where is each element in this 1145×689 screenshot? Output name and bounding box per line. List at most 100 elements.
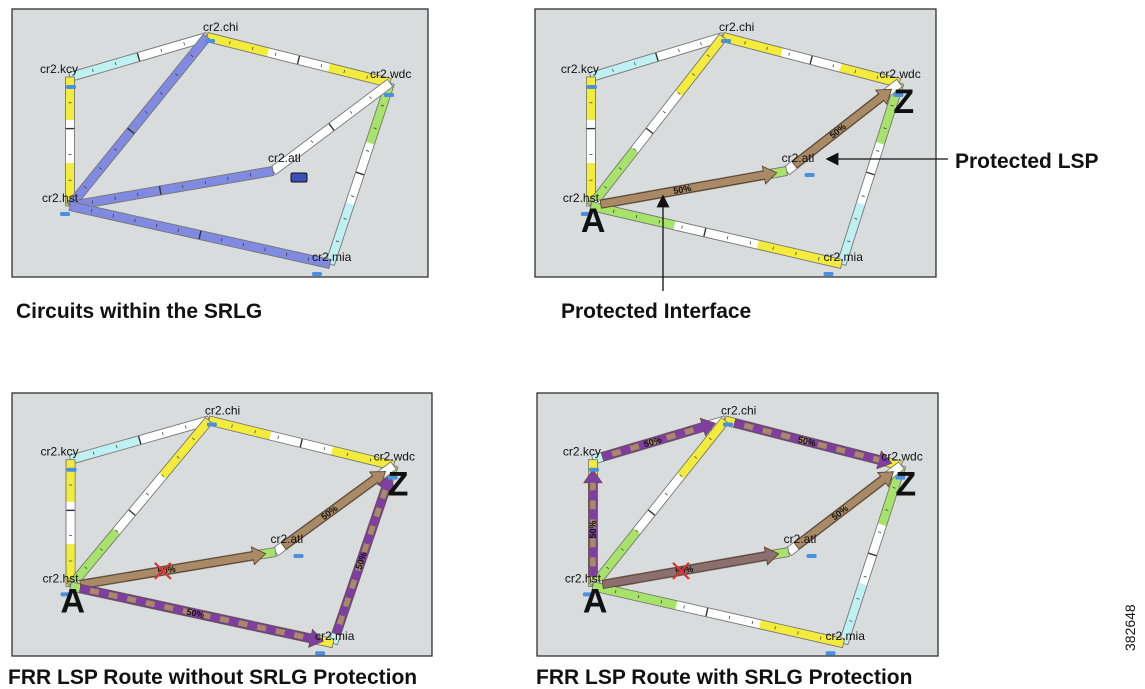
node-mia[interactable] <box>312 272 322 276</box>
protected-lsp-hst-atl[interactable]: 50% <box>599 165 778 209</box>
link-segment <box>65 77 75 120</box>
link-tick <box>158 185 162 195</box>
link-tick <box>694 456 698 459</box>
endpoint-a-label: A <box>581 202 606 240</box>
link-segment <box>589 52 659 82</box>
node-atl[interactable] <box>293 553 304 558</box>
node-label-kcy: cr2.kcy <box>41 445 79 459</box>
node-mia[interactable] <box>825 651 836 656</box>
failure-x-icon <box>154 562 172 580</box>
link-tick <box>264 247 266 252</box>
node-label-atl: cr2.atl <box>782 151 815 165</box>
link-tick <box>772 246 774 250</box>
link-outline <box>69 547 277 592</box>
link-segment <box>721 32 783 57</box>
link-tick <box>114 62 117 66</box>
node-label-hst: cr2.hst <box>43 571 80 585</box>
link-segment <box>673 220 760 250</box>
node-wdc[interactable] <box>384 93 394 97</box>
link-segment <box>675 34 727 97</box>
node-kcy[interactable] <box>588 467 599 472</box>
link-tick <box>615 589 617 594</box>
link-outline <box>69 581 335 649</box>
node-hst[interactable] <box>580 212 591 216</box>
link-tick <box>885 509 889 511</box>
link-tick <box>161 474 165 478</box>
link-segment <box>66 544 76 587</box>
link-tick <box>252 46 254 51</box>
frr-lsp-chi-wdc[interactable]: 50% <box>733 418 893 470</box>
endpoint-z-label: Z <box>388 466 409 504</box>
frr-lsp-mia-wdc[interactable]: 50% <box>331 474 396 636</box>
node-hst[interactable] <box>60 212 70 216</box>
node-chi[interactable] <box>206 422 217 427</box>
link-tick <box>310 140 314 144</box>
node-wdc[interactable] <box>387 475 398 480</box>
link-tick <box>658 220 660 224</box>
link-segment <box>586 120 596 163</box>
node-atl[interactable] <box>804 173 815 177</box>
node-wdc[interactable] <box>895 475 906 480</box>
link-tick <box>832 64 834 68</box>
node-atl[interactable] <box>290 172 308 183</box>
link-tick <box>635 214 638 219</box>
frr-lsp-hst-kcy[interactable]: 50% <box>583 469 603 577</box>
node-label-kcy: cr2.kcy <box>561 62 599 76</box>
link-segment <box>66 501 76 545</box>
lsp-arrow-edge <box>338 488 390 636</box>
link-tick <box>726 236 729 240</box>
node-hst[interactable] <box>582 592 593 597</box>
link-tick <box>660 600 662 604</box>
link-segment <box>66 118 142 209</box>
node-kcy[interactable] <box>66 85 76 89</box>
link-tick <box>84 566 88 570</box>
link-tick <box>92 68 94 72</box>
link-tick <box>634 62 636 66</box>
frr-lsp-hst-mia[interactable]: 50% <box>79 584 324 648</box>
node-chi[interactable] <box>722 422 733 427</box>
lsp-arrow-edge <box>332 486 384 633</box>
protected-lsp-label: Protected LSP <box>955 150 1099 173</box>
node-kcy[interactable] <box>66 467 77 472</box>
node-label-hst: cr2.hst <box>563 191 600 205</box>
node-kcy[interactable] <box>586 85 597 89</box>
frr-lsp-kcy-chi[interactable]: 50% <box>600 417 717 462</box>
node-label-hst: cr2.hst <box>42 191 79 205</box>
link-tick <box>254 430 256 434</box>
link-tick <box>369 96 372 100</box>
node-label-wdc: cr2.wdc <box>370 67 411 81</box>
link-tick <box>291 154 294 158</box>
link-segment <box>207 416 272 440</box>
link-tick <box>612 68 614 72</box>
node-label-atl: cr2.atl <box>268 151 301 165</box>
node-wdc[interactable] <box>893 93 904 97</box>
link-tick <box>744 41 746 45</box>
node-hst[interactable] <box>60 592 71 597</box>
lsp-percent-label: 50% <box>588 521 598 539</box>
node-chi[interactable] <box>720 39 731 43</box>
link-segment <box>591 581 678 610</box>
link-tick <box>849 620 853 622</box>
node-mia[interactable] <box>315 651 326 656</box>
node-label-wdc: cr2.wdc <box>881 450 922 464</box>
link-tick <box>892 487 896 489</box>
link-segment <box>631 90 683 153</box>
link-outline <box>207 415 396 471</box>
endpoint-z-label: Z <box>893 83 914 121</box>
link-segment <box>205 32 270 57</box>
node-chi[interactable] <box>205 39 215 43</box>
node-label-mia: cr2.mia <box>826 629 866 643</box>
link-outline <box>591 547 790 592</box>
node-mia[interactable] <box>823 272 834 276</box>
link-tick <box>136 52 141 62</box>
lsp-arrow-edge <box>733 425 879 464</box>
node-atl[interactable] <box>806 553 817 558</box>
panel-background <box>534 8 937 278</box>
lsp-arrow-body <box>79 546 267 590</box>
link-tick <box>159 92 163 95</box>
lsp-arrow-dashes <box>332 486 390 636</box>
link-outline <box>68 201 332 269</box>
endpoint-z-label: Z <box>895 466 916 504</box>
protected-lsp-atl-wdc[interactable]: 50% <box>791 88 893 169</box>
